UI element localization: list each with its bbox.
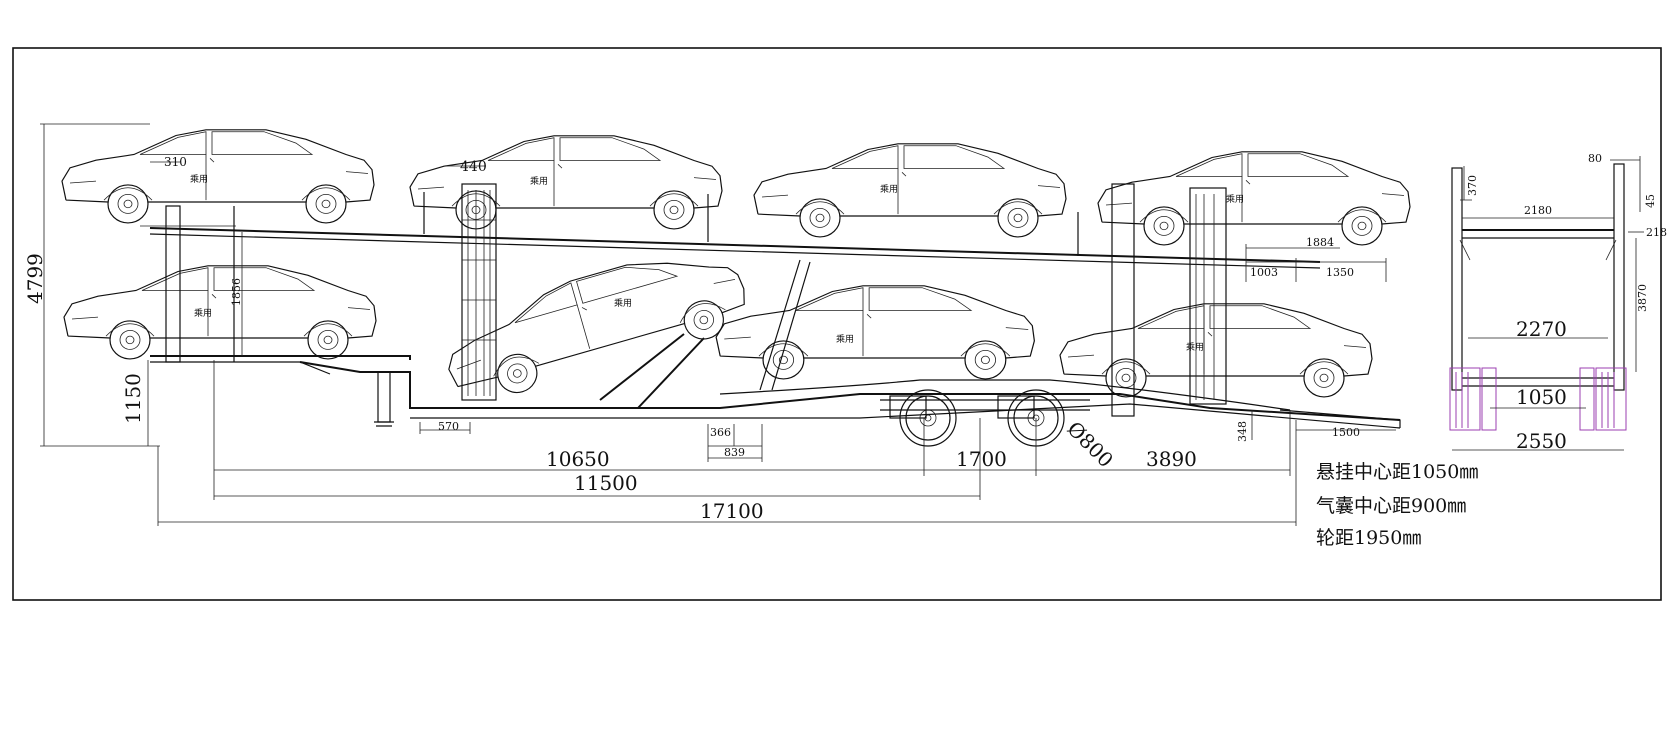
- upper-deck-cars: [61, 129, 1411, 246]
- end-view-dimension-text: 370 80 45 2180 218 3870 2270 1050 2550: [1466, 152, 1667, 453]
- dim-3870: 3870: [1636, 284, 1649, 312]
- dim-1500: 1500: [1332, 426, 1360, 439]
- spec-notes: 悬挂中心距1050㎜ 气囊中心距900㎜ 轮距1950㎜: [1316, 461, 1478, 549]
- car-label: 乘用: [1226, 193, 1244, 205]
- car-upper-3: [753, 143, 1067, 238]
- trailer-structure: [140, 183, 1401, 429]
- dim-366: 366: [710, 426, 731, 439]
- dim-80: 80: [1588, 152, 1602, 165]
- car-label-group: 乘用 乘用 乘用 乘用 乘用 乘用 乘用 乘用: [190, 173, 1244, 353]
- dim-348: 348: [1236, 421, 1249, 442]
- dim-1050: 1050: [1516, 385, 1567, 409]
- dim-1856: 1856: [230, 278, 243, 306]
- dim-1884: 1884: [1306, 236, 1334, 249]
- car-lower-1: [63, 265, 377, 360]
- dim-1350: 1350: [1326, 266, 1354, 279]
- car-lower-4: [1059, 303, 1373, 398]
- axle-group: [880, 389, 1090, 447]
- car-lower-2: [434, 235, 755, 411]
- car-label: 乘用: [190, 173, 208, 185]
- dim-overall-height: 4799: [23, 253, 47, 304]
- dim-3890: 3890: [1146, 447, 1197, 471]
- car-upper-1: [61, 129, 375, 224]
- dim-2550: 2550: [1516, 429, 1567, 453]
- dim-1700: 1700: [956, 447, 1007, 471]
- side-dimension-lines: [40, 123, 1396, 526]
- car-label: 乘用: [1186, 341, 1204, 353]
- car-label: 乘用: [880, 183, 898, 195]
- car-label: 乘用: [194, 307, 212, 319]
- dim-218: 218: [1646, 226, 1667, 239]
- drawing-frame: [12, 47, 1662, 601]
- note-suspension-spacing: 悬挂中心距1050㎜: [1316, 461, 1478, 483]
- dim-2270: 2270: [1516, 317, 1567, 341]
- dim-310: 310: [164, 155, 187, 169]
- dim-1003: 1003: [1250, 266, 1278, 279]
- dim-45: 45: [1644, 194, 1657, 208]
- dim-440: 440: [460, 159, 487, 175]
- dim-839: 839: [724, 446, 745, 459]
- dim-370: 370: [1466, 175, 1479, 196]
- note-airbag-spacing: 气囊中心距900㎜: [1316, 495, 1466, 517]
- dim-2180: 2180: [1524, 204, 1552, 217]
- car-lower-3: [715, 285, 1035, 380]
- car-label: 乘用: [530, 175, 548, 187]
- dim-front-height: 1150: [121, 373, 145, 424]
- car-label: 乘用: [614, 297, 632, 309]
- car-upper-4: [1097, 151, 1411, 246]
- dim-570: 570: [438, 420, 459, 433]
- end-view: [1449, 156, 1644, 451]
- lower-deck-cars: [63, 235, 1373, 411]
- dim-11500: 11500: [574, 471, 638, 495]
- dim-tire: Ø800: [1062, 417, 1118, 473]
- note-track-width: 轮距1950㎜: [1316, 527, 1421, 549]
- dim-17100: 17100: [700, 499, 764, 523]
- dim-10650: 10650: [546, 447, 610, 471]
- car-upper-2: [409, 135, 723, 230]
- car-label: 乘用: [836, 333, 854, 345]
